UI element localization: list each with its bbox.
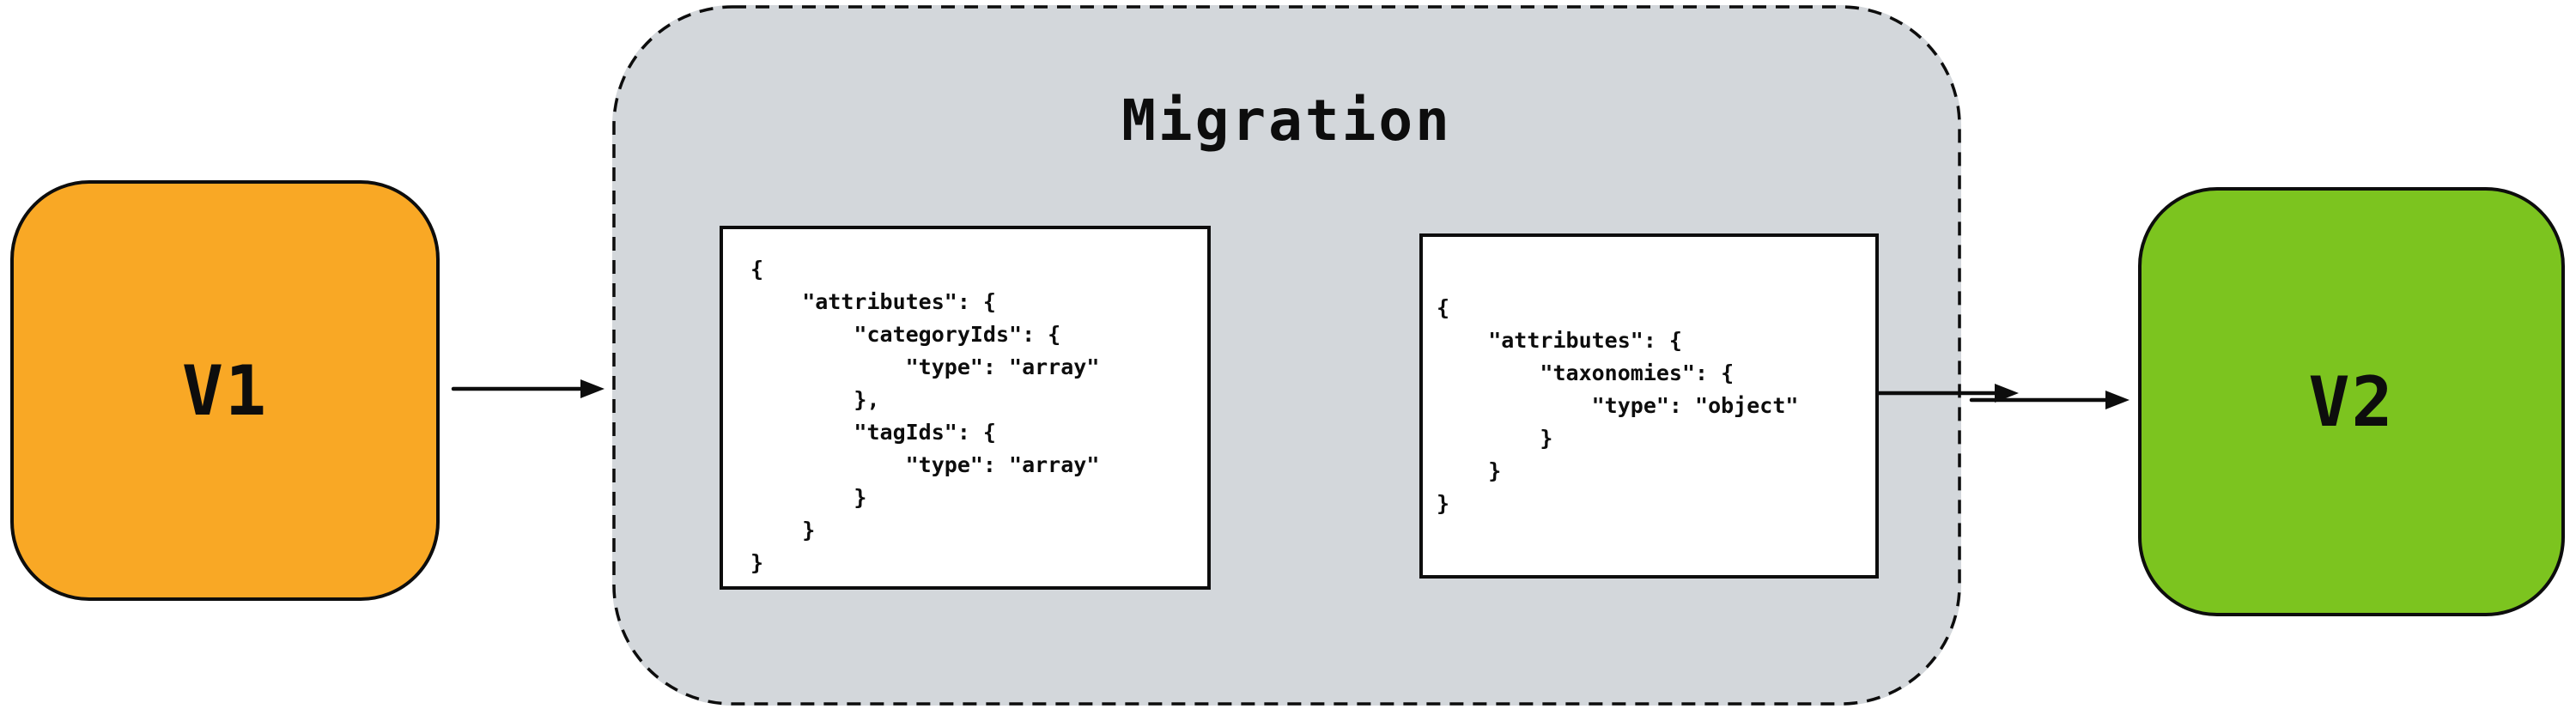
migration-dashed-border bbox=[612, 5, 1961, 706]
migration-container: Migration { "attributes": { "categoryIds… bbox=[612, 5, 2019, 706]
v2-schema-code-block: { "attributes": { "taxonomies": { "type"… bbox=[1419, 233, 1879, 579]
v1-schema-code: { "attributes": { "categoryIds": { "type… bbox=[750, 257, 1100, 575]
v2-schema-code: { "attributes": { "taxonomies": { "type"… bbox=[1437, 295, 1799, 516]
arrow-right-icon-v1-to-migration bbox=[451, 379, 605, 398]
v2-node: V2 bbox=[2138, 187, 2565, 616]
v2-node-label: V2 bbox=[2308, 361, 2395, 442]
v1-schema-code-block: { "attributes": { "categoryIds": { "type… bbox=[720, 226, 1211, 590]
arrow-right-icon-migration-to-v2 bbox=[1969, 391, 2129, 409]
migration-title: Migration bbox=[1121, 88, 1452, 154]
v1-node-label: V1 bbox=[181, 350, 269, 431]
v1-node: V1 bbox=[10, 180, 440, 601]
